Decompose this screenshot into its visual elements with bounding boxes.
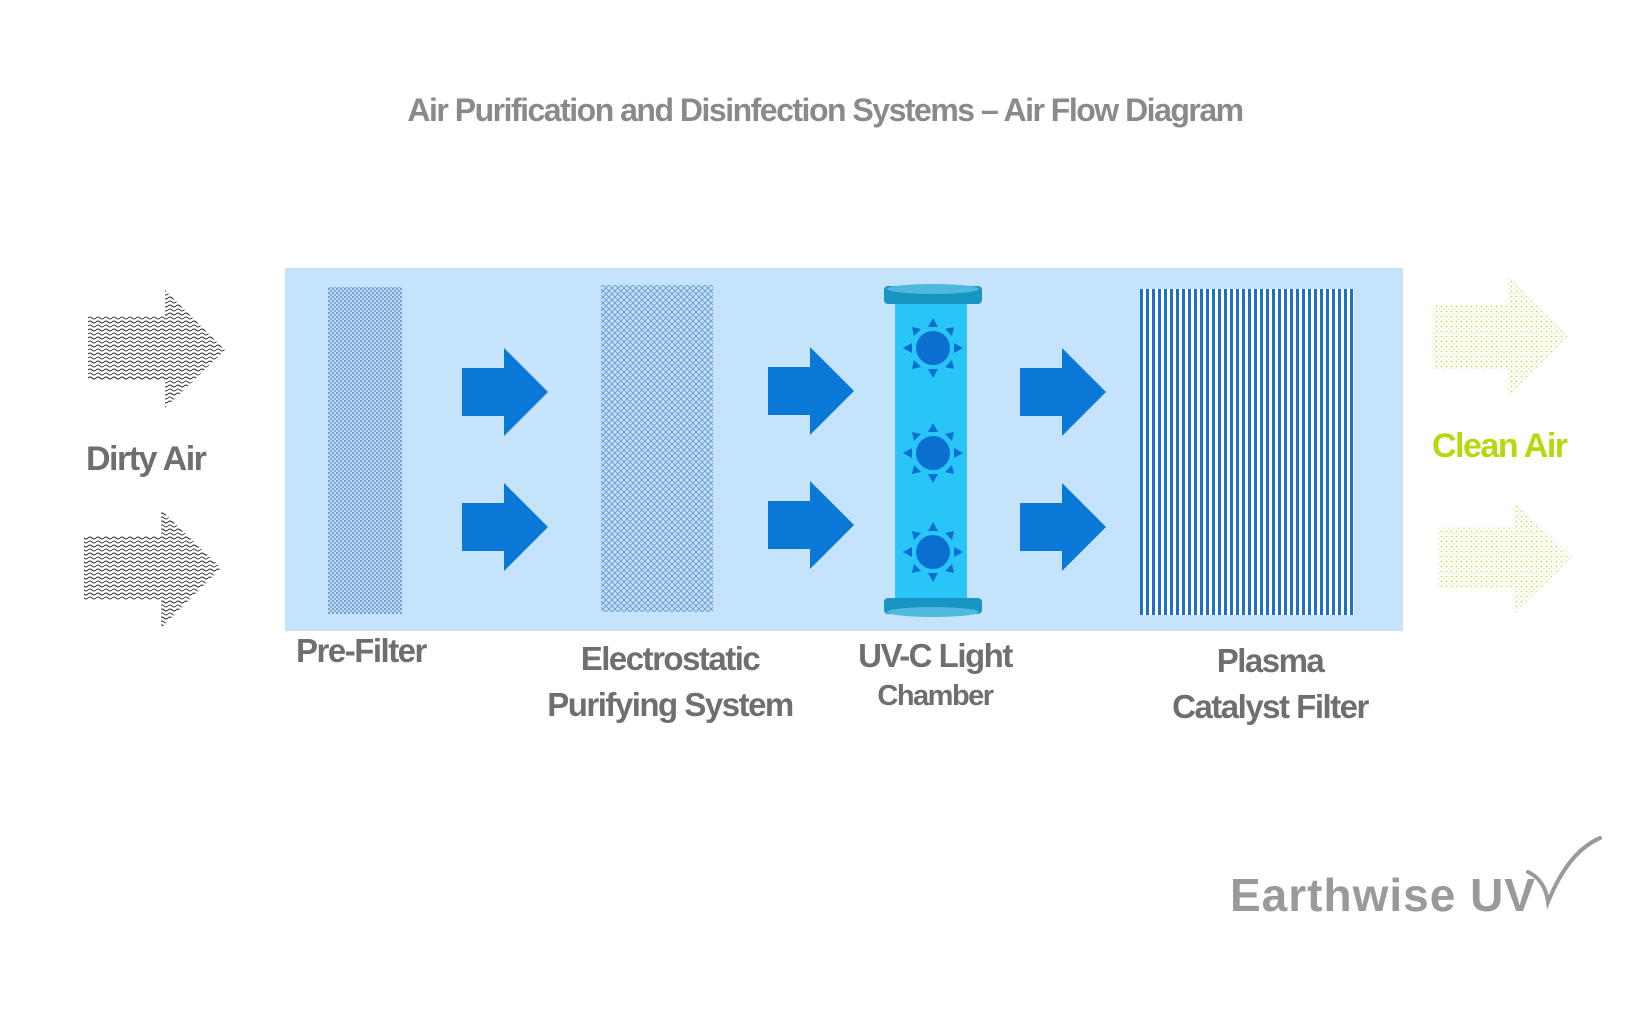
dirty-air-label: Dirty Air (86, 440, 207, 478)
uv-light-icon (903, 423, 963, 483)
flow-arrow (462, 348, 548, 436)
stage-label-line: Purifying System (547, 686, 794, 723)
dirty-air-arrow (88, 290, 225, 408)
stage-label-plasma: Plasma Catalyst Filter (1160, 638, 1380, 730)
stage-label-pre-filter: Pre-Filter (296, 632, 427, 669)
electrostatic-element (601, 285, 713, 612)
stage-label-line: UV-C Light (858, 637, 1013, 674)
uv-light-icon (903, 318, 963, 378)
plasma-catalyst-element (1140, 289, 1354, 615)
stage-label-uv-c: UV-C Light Chamber (835, 636, 1035, 716)
uv-light-icon (903, 522, 963, 582)
checkmark-icon (1526, 836, 1602, 910)
stage-label-electrostatic: Electrostatic Purifying System (530, 636, 810, 728)
diagram-title: Air Purification and Disinfection System… (407, 92, 1244, 128)
clean-air-arrow (1438, 500, 1572, 614)
clean-air-arrow (1432, 277, 1568, 397)
flow-arrow (768, 347, 854, 435)
flow-arrow (768, 481, 854, 569)
flow-arrow (1020, 483, 1106, 571)
flow-arrow (1020, 348, 1106, 436)
flow-arrow (462, 483, 548, 571)
dirty-air-arrow (84, 510, 221, 628)
stage-label-line: Plasma (1216, 642, 1325, 679)
stage-label-line: Catalyst Filter (1172, 688, 1369, 725)
stage-label-line: Electrostatic (580, 640, 761, 677)
pre-filter-element (328, 287, 402, 614)
stage-label-line: Chamber (877, 680, 994, 712)
clean-air-label: Clean Air (1432, 427, 1568, 465)
brand-logo: Earthwise UV (1230, 868, 1536, 922)
brand-name: Earthwise UV (1230, 869, 1536, 921)
